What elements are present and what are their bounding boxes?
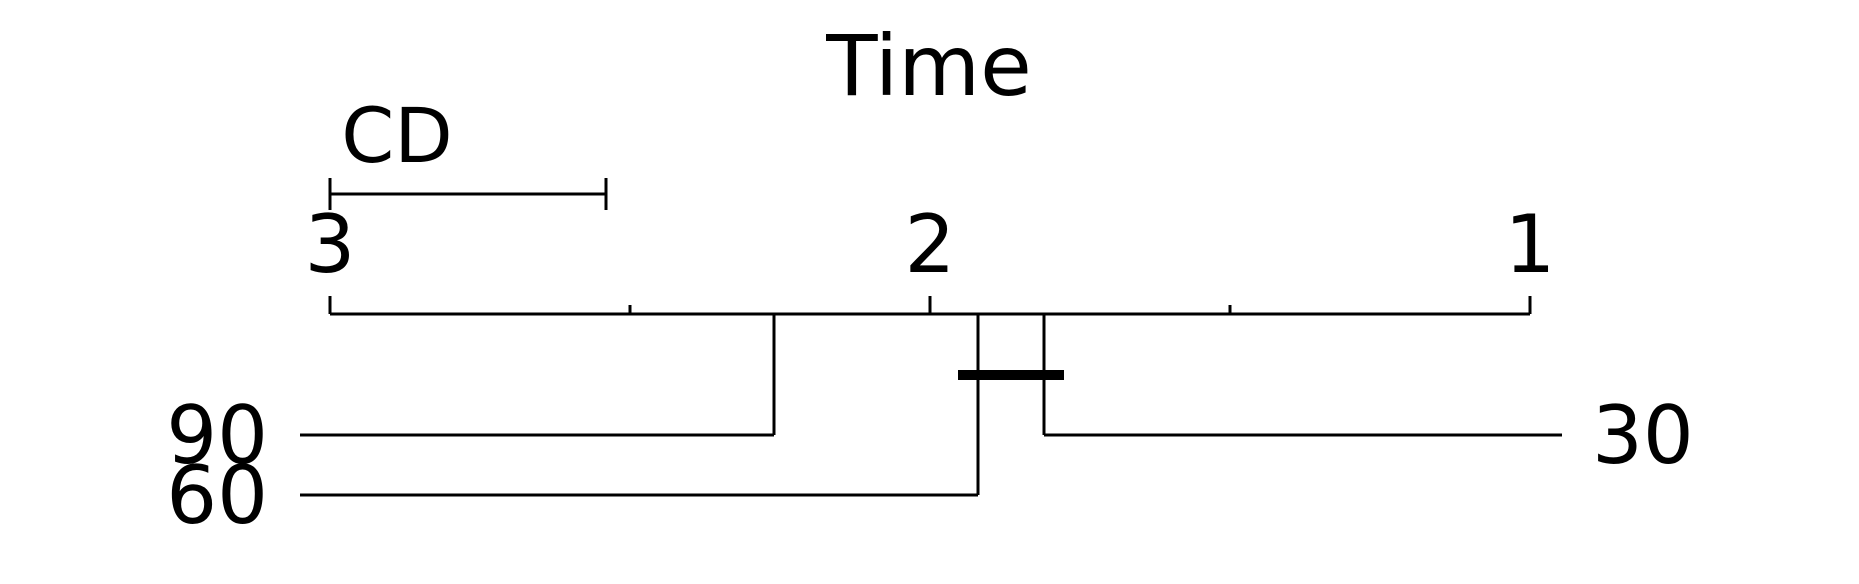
tick-label: 2 xyxy=(905,198,956,291)
tick-label: 1 xyxy=(1505,198,1556,291)
rank-axis xyxy=(328,296,1532,316)
tick-labels: 3 2 1 xyxy=(305,198,1556,291)
chart-title: Time xyxy=(825,17,1032,115)
cd-label: CD xyxy=(341,91,453,180)
method-label: 60 xyxy=(166,449,268,542)
method-label: 30 xyxy=(1592,389,1694,482)
method-label: 90 xyxy=(166,389,268,482)
cd-bar xyxy=(328,178,608,210)
tick-label: 3 xyxy=(305,198,356,291)
